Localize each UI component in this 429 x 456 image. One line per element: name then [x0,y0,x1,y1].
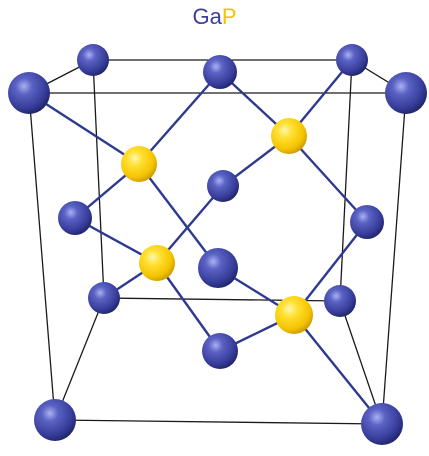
edge-bottom-left [54,297,105,421]
edge-vertical-back-left [92,59,105,299]
p-atom-4 [275,296,313,334]
bond [138,163,219,269]
bond [28,91,140,166]
bond [156,262,221,352]
edge-vertical-front-left [28,92,56,421]
ga-atom-face-left [58,201,92,235]
title-p: P [221,4,237,29]
bond [293,314,383,425]
ga-atom-corner-front-top-right [385,72,427,114]
edge-vertical-back-right [339,59,353,302]
p-atom-1 [121,146,157,182]
ga-atom-corner-back-top-left [77,44,109,76]
ga-atom-face-right [350,205,384,239]
ga-atom-face-top [203,55,237,89]
diagram-title: GaP [0,4,429,30]
ga-atom-corner-front-bottom-right [361,403,403,445]
bond [293,221,368,316]
p-atom-2 [271,118,307,154]
edge-bottom-right [339,300,383,425]
ga-atom-corner-back-bottom-right [324,285,356,317]
ga-atom-corner-back-top-right [336,44,368,76]
ga-atom-corner-front-bottom-left [34,399,76,441]
edge-vertical-front-right [381,92,407,425]
ga-atom-corner-front-top-left [8,72,50,114]
bonds [28,59,383,425]
atoms [8,44,427,445]
unit-cell-edges [28,59,407,425]
ga-atom-face-back [207,170,239,202]
title-ga: Ga [192,4,222,29]
ga-atom-face-front [198,248,238,288]
bond [138,71,221,165]
p-atom-3 [139,245,175,281]
ga-atom-face-bottom [202,333,238,369]
ga-atom-corner-back-bottom-left [88,282,120,314]
bond [288,135,368,223]
edge-bottom-front [54,419,383,425]
